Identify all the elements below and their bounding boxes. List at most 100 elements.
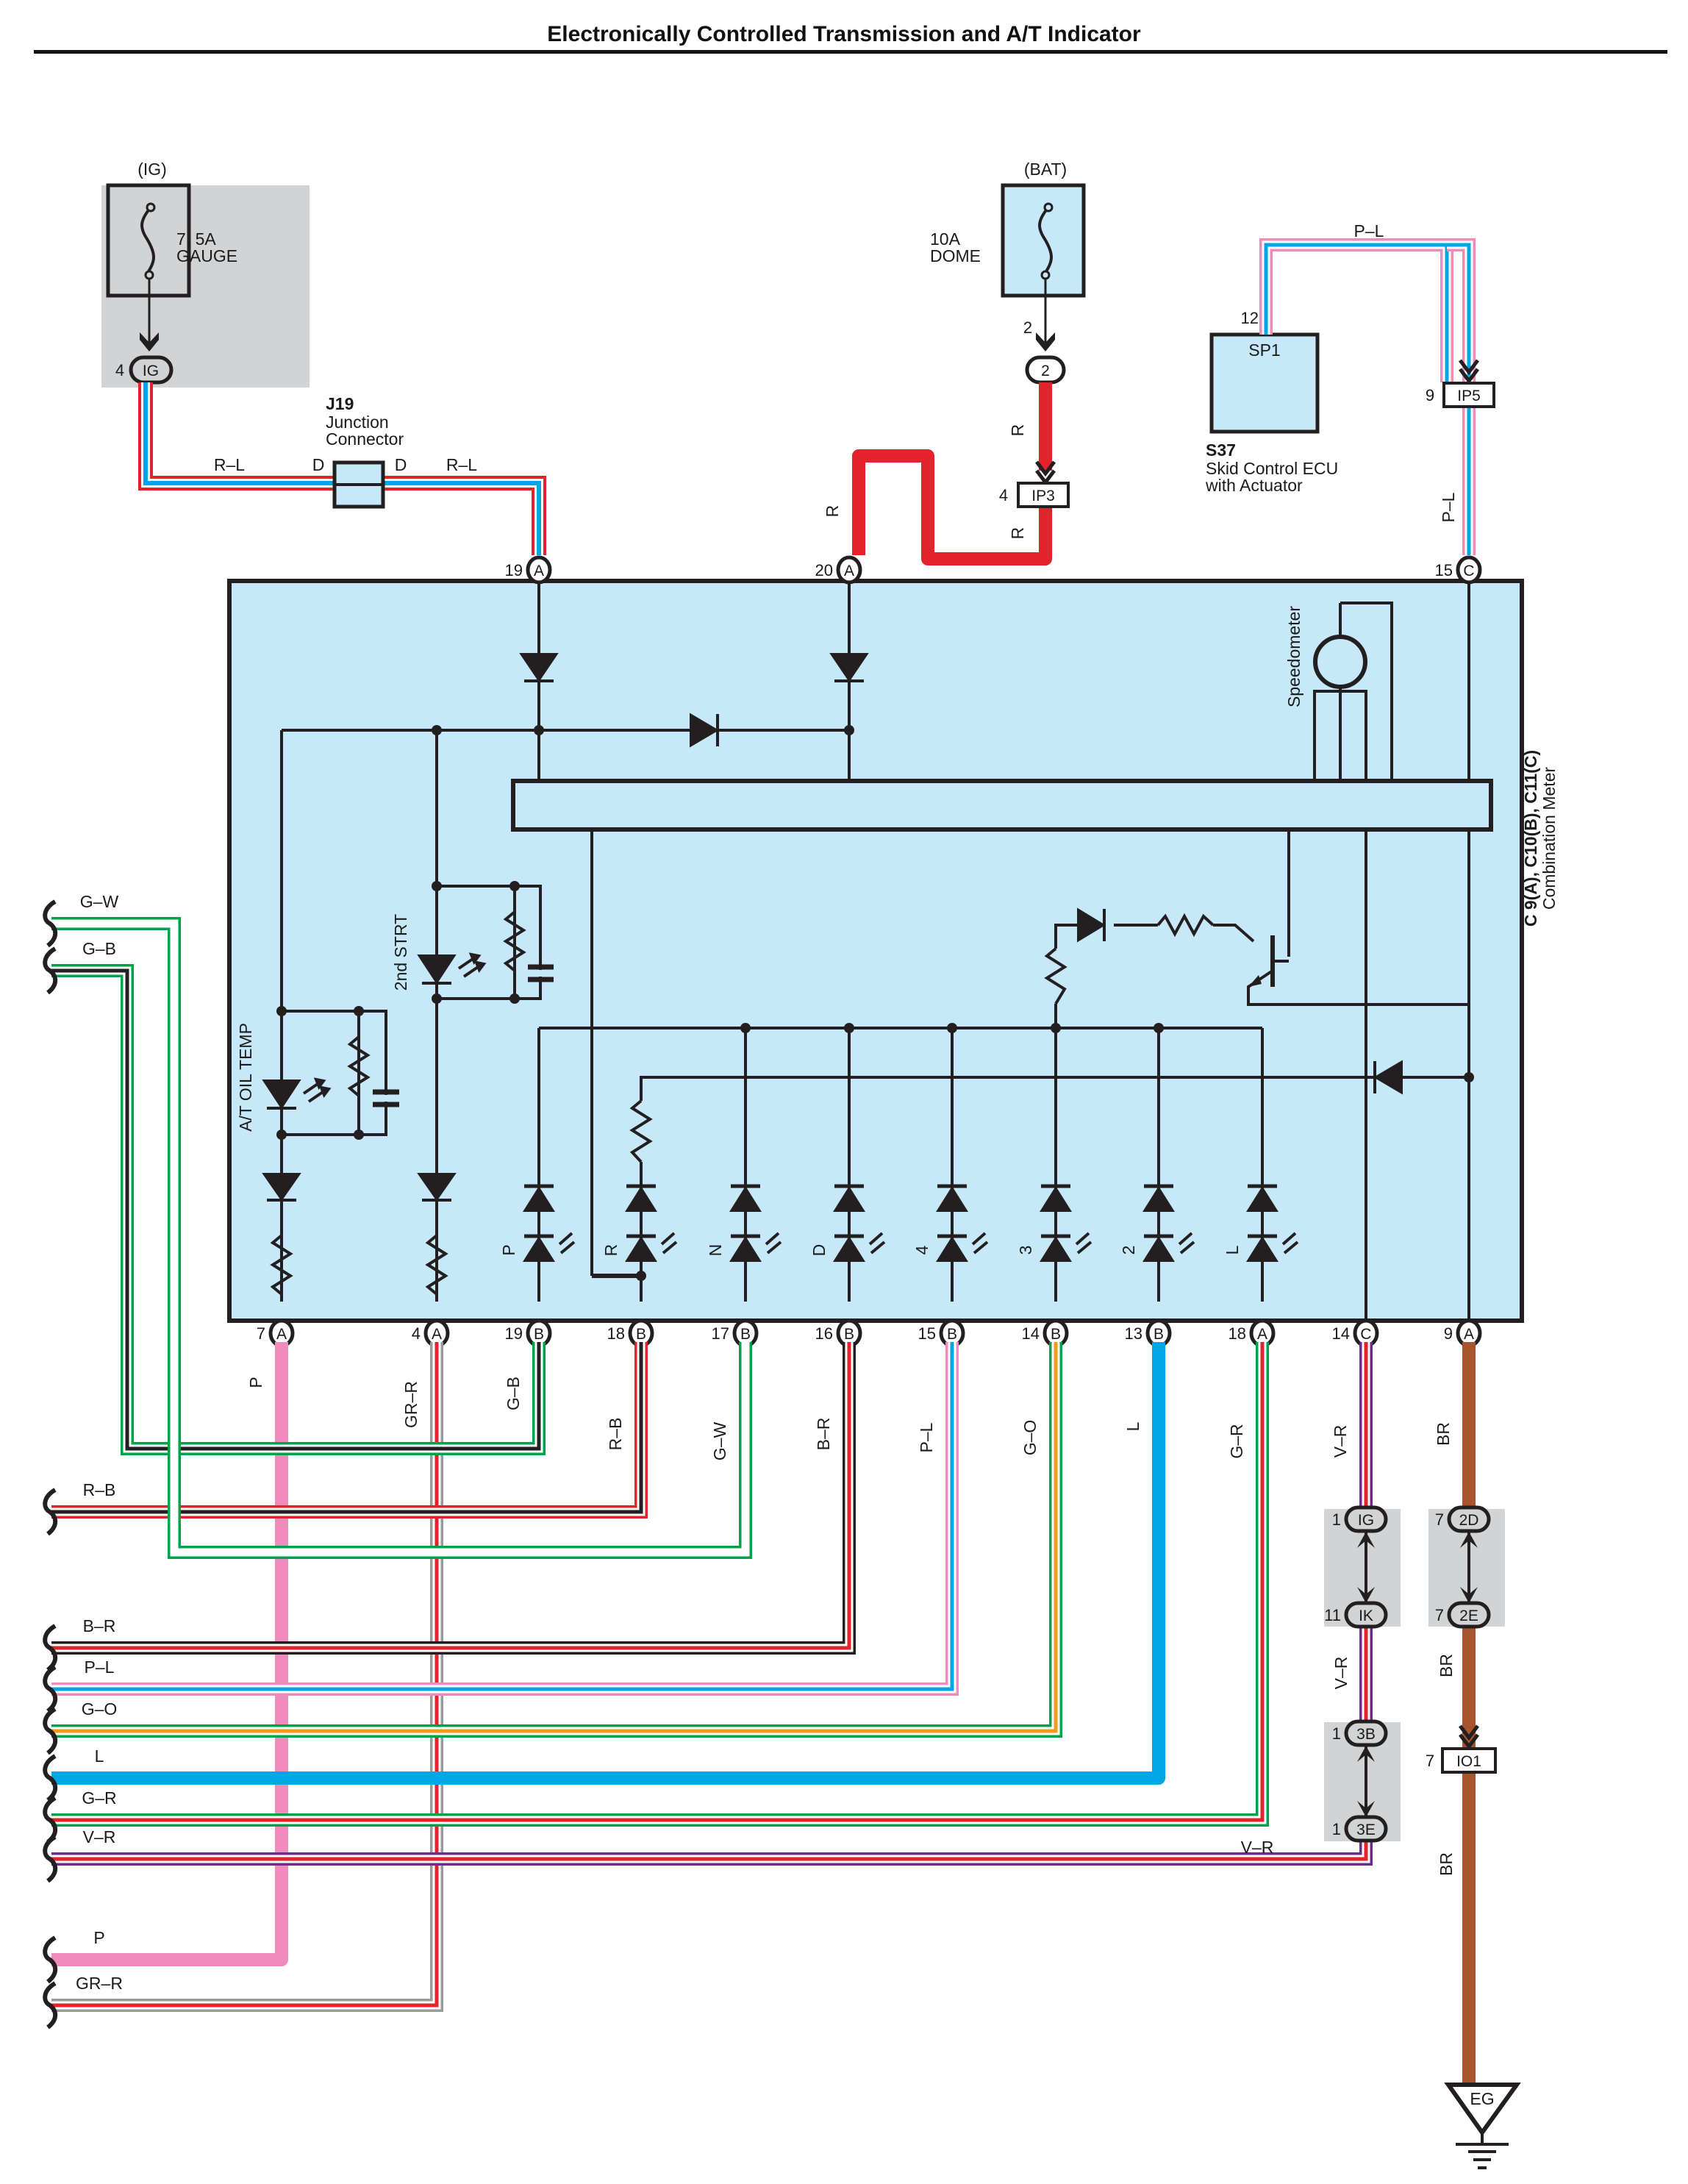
connector-pair-arrow-icon [1357,1746,1375,1817]
meter-bottom-pin: B 15 [918,1318,965,1348]
gauge-fuse-name: GAUGE [176,246,237,265]
svg-text:11: 11 [1324,1606,1341,1624]
wire-gw [51,917,752,1559]
svg-text:IP3: IP3 [1031,488,1055,504]
meter-bottom-pin: A4 [412,1318,450,1348]
connector-ik: IK 11 [1324,1601,1388,1629]
svg-text:R: R [1008,424,1027,437]
diode-icon [729,1186,762,1212]
svg-text:12: 12 [1241,309,1259,327]
diode-icon [1142,1186,1175,1212]
svg-text:C: C [1360,1326,1371,1343]
meter-bottom-pin: A9 [1444,1318,1482,1348]
gear-led-label: P [499,1244,518,1255]
wire-color-label: G–O [1020,1420,1040,1456]
svg-text:SP1: SP1 [1248,340,1280,360]
svg-text:D: D [312,455,325,474]
svg-text:with Actuator: with Actuator [1205,476,1303,495]
junction-block-ig-ik [1324,1509,1505,1841]
combination-meter: C 9(A), C10(B), C11(C) Combination Meter… [227,555,1559,1348]
svg-text:C: C [1463,563,1474,579]
led-icon [1246,1236,1278,1262]
svg-text:A: A [844,563,854,579]
gear-indicator-led: D [809,1184,886,1262]
wire-color-label: L [1123,1421,1142,1431]
meter-bottom-pin: B19 [505,1318,552,1348]
j19-name2: Connector [326,429,404,449]
connector-ip3: IP3 4 [999,482,1070,508]
junction-connector-j19: J19 Junction Connector D D [312,394,407,509]
diode-icons [262,653,1403,1202]
meter-connector-ids: C 9(A), C10(B), C11(C) [1521,750,1540,927]
svg-text:7: 7 [1435,1510,1444,1529]
wire-color-label: BR [1434,1422,1453,1446]
svg-text:B: B [1051,1326,1061,1343]
svg-text:A: A [432,1326,442,1343]
svg-text:Skid Control ECU: Skid Control ECU [1206,459,1338,478]
harness-label: G–W [80,892,119,911]
svg-text:2: 2 [1023,318,1032,337]
wire-l [51,1342,1165,1785]
meter-bottom-pin: B13 [1125,1318,1172,1348]
svg-text:BR: BR [1437,1654,1456,1677]
svg-text:B: B [844,1326,854,1343]
svg-text:P–L: P–L [1354,221,1384,240]
oil-temp-label: A/T OIL TEMP [236,1023,255,1132]
svg-text:15: 15 [918,1324,936,1343]
svg-text:7: 7 [1426,1752,1434,1770]
wire-color-label: P [246,1377,265,1388]
svg-text:15: 15 [1435,561,1453,579]
meter-top-pin: A 20 [815,555,862,585]
connector-b3: 3B1 [1332,1719,1388,1747]
svg-text:18: 18 [1229,1324,1246,1343]
wire-rb [51,1342,648,1519]
led-icon [625,1236,657,1262]
svg-text:9: 9 [1444,1324,1453,1343]
meter-top-pin: A19 [505,555,552,585]
wire-color-label: G–B [504,1377,523,1410]
svg-text:B: B [1154,1326,1164,1343]
wire-br [51,1342,856,1655]
svg-text:P–L: P–L [1439,492,1458,522]
diode-icon [625,1186,657,1212]
connector-pair-arrow-icon [1460,1532,1478,1603]
svg-text:B: B [947,1326,957,1343]
wire-color-label: V–R [1331,1425,1350,1458]
wire-label-r-l-right: R–L [446,455,477,474]
svg-text:1: 1 [1332,1820,1341,1838]
dome-fuse-group: (BAT) 10A DOME 2 2 [930,160,1086,385]
wire-color-label: GR–R [401,1381,421,1428]
harness-label: R–B [83,1480,116,1499]
svg-text:IK: IK [1359,1607,1373,1624]
svg-text:4: 4 [115,361,124,379]
led-icon [729,1236,762,1262]
svg-text:4: 4 [412,1324,421,1343]
svg-text:A: A [534,563,544,579]
ig-source-label: (IG) [137,160,167,179]
svg-text:V–R: V–R [1331,1657,1351,1690]
svg-text:A: A [276,1326,287,1343]
wire-break-icon [43,1665,58,1713]
wire-color-label: P–L [917,1422,936,1452]
harness-label: P [93,1928,104,1947]
skid-control-ecu: SP1 12 S37 Skid Control ECU with Actuato… [1205,309,1338,495]
diode-icon [936,1186,968,1212]
diode-icon [1246,1186,1278,1212]
harness-label: G–B [82,939,116,958]
svg-text:1: 1 [1332,1724,1341,1743]
svg-text:IG: IG [143,363,159,379]
svg-text:2E: 2E [1459,1607,1478,1624]
connector-e3: 3E1 [1332,1815,1388,1843]
wire-break-icon [43,899,58,948]
diode-icon [833,1186,865,1212]
wire-go [51,1342,1062,1738]
svg-text:EG: EG [1470,2089,1494,2108]
harness-label: G–O [82,1699,118,1719]
led-light-icons [302,952,487,1103]
meter-bottom-pin: B14 [1022,1318,1069,1348]
svg-text:20: 20 [815,561,833,579]
wire-break-icon [43,1488,58,1536]
wire-break-icon [43,1754,58,1802]
wire-pl [51,1342,959,1696]
meter-top-pin: C 15 [1435,555,1482,585]
